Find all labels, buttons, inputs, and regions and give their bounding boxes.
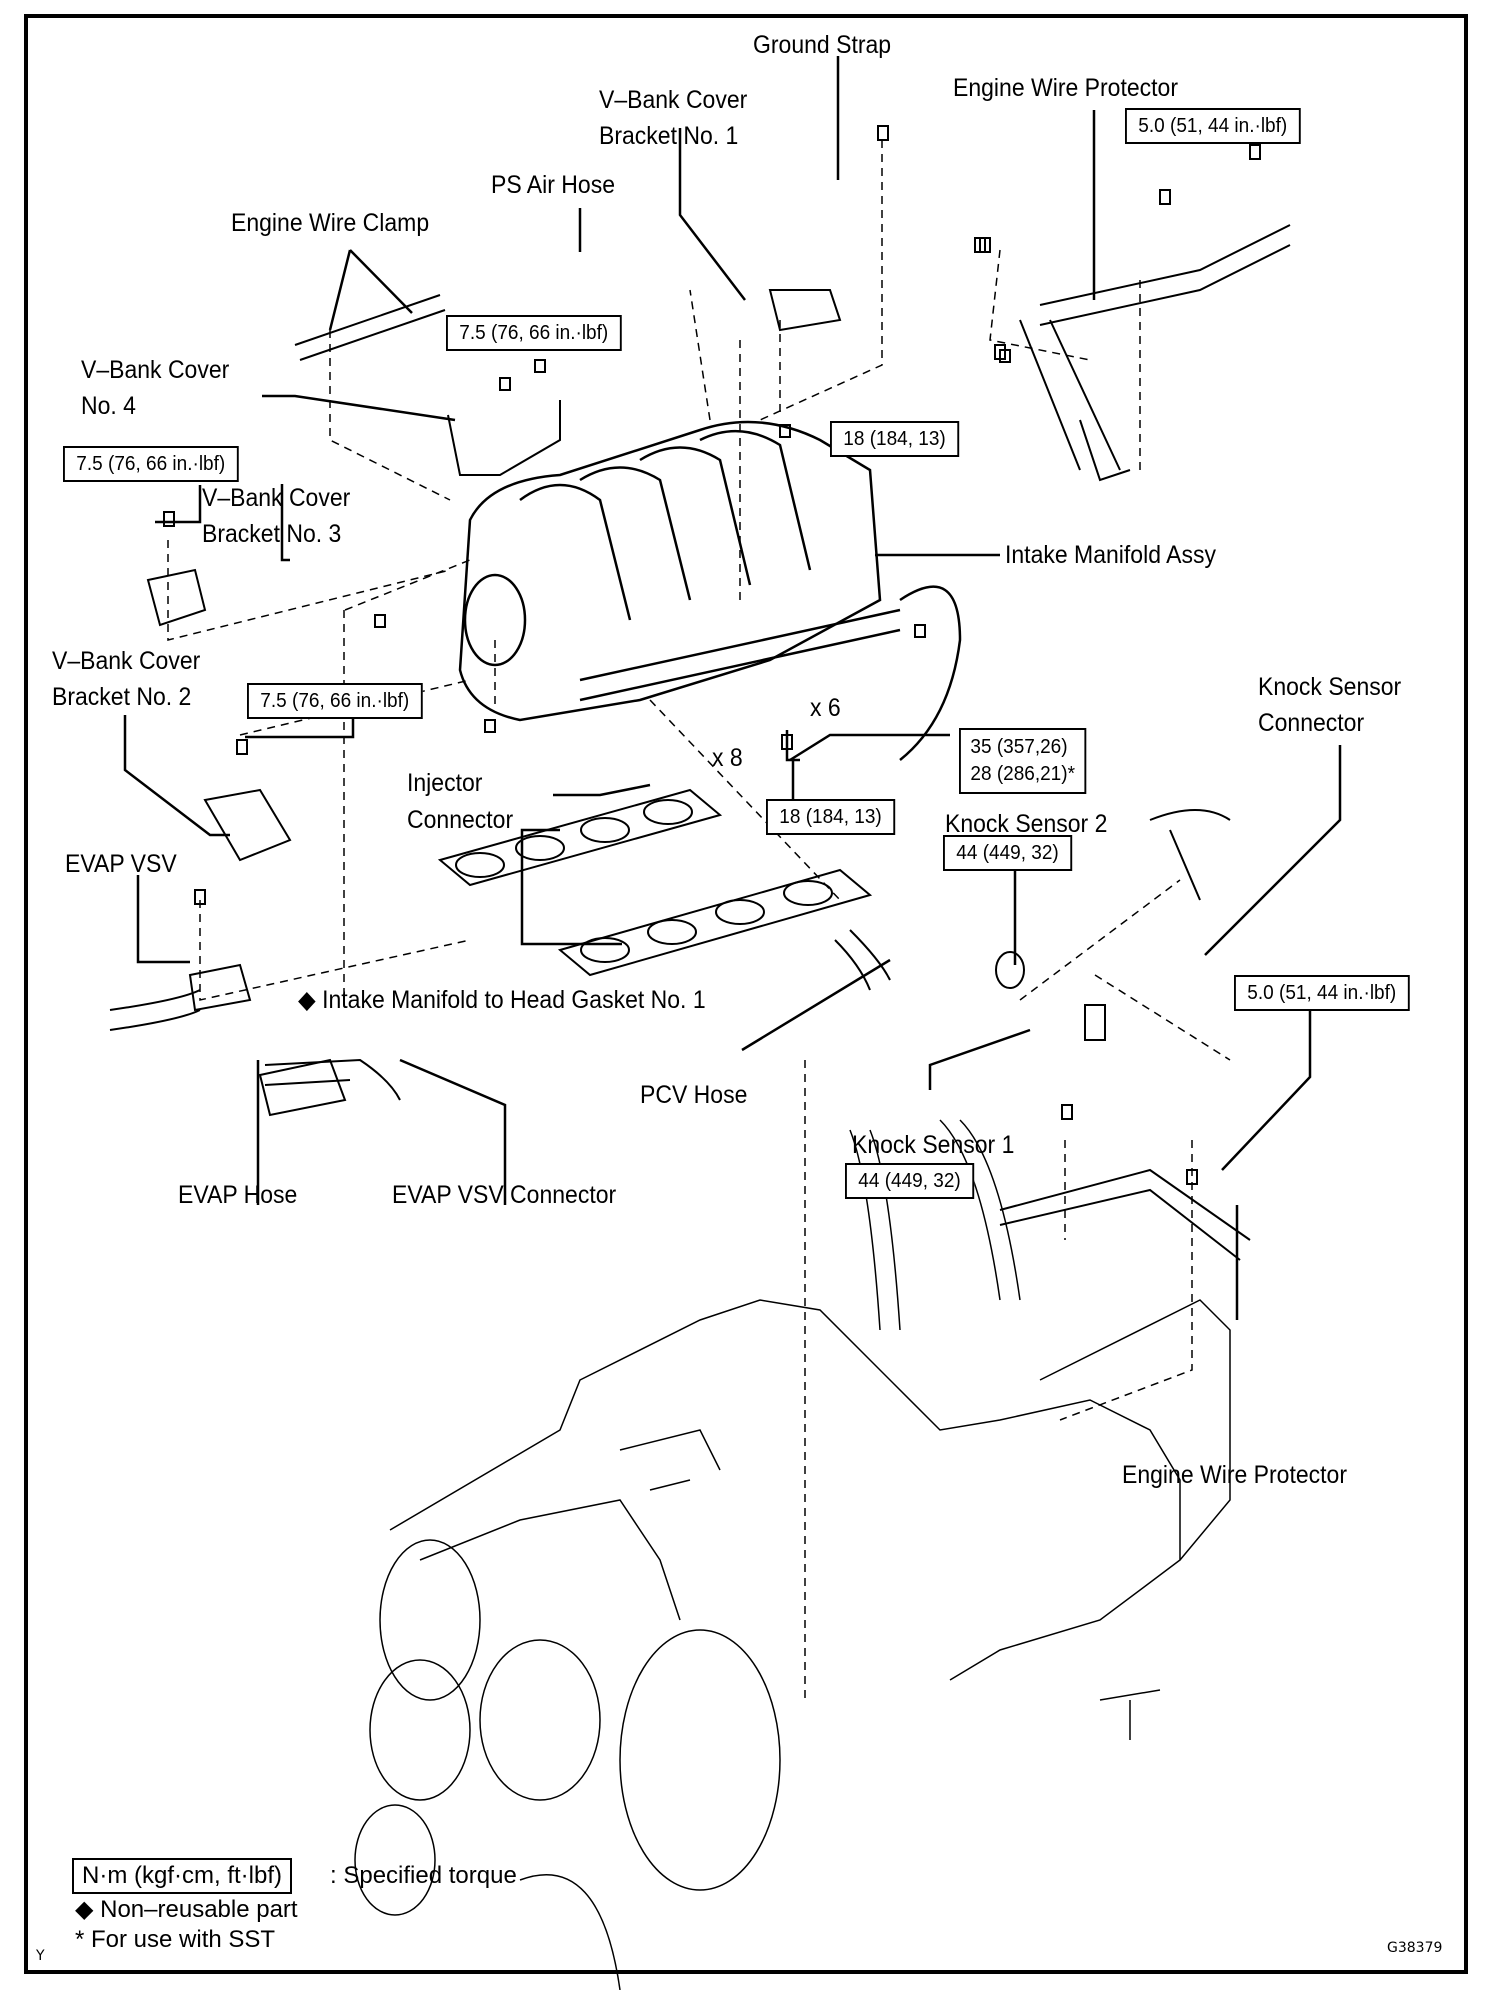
torque-box-knock-sensor-1: 44 (449, 32) [845, 1163, 975, 1199]
torque-box-knock-sensor-2: 44 (449, 32) [943, 835, 1073, 871]
bolt-icons [163, 125, 1261, 1185]
label-v-bank-cover-bracket-1-line2: Bracket No. 1 [599, 122, 739, 150]
legend-sst: * For use with SST [75, 1926, 276, 1953]
torque-box-engine-wire-protector-top: 5.0 (51, 44 in.·lbf) [1125, 108, 1301, 144]
knock-sensor-shapes [995, 951, 1106, 1041]
harness-shapes [109, 224, 1291, 1261]
label-v-bank-cover-4-line2: No. 4 [81, 392, 136, 420]
label-qty-x6: x 6 [810, 694, 841, 722]
label-evap-hose: EVAP Hose [178, 1181, 298, 1209]
label-knock-sensor-2: Knock Sensor 2 [945, 810, 1108, 838]
label-v-bank-cover-bracket-3-line2: Bracket No. 3 [202, 520, 342, 548]
torque-box-v-bank-cover-bracket-2: 7.5 (76, 66 in.·lbf) [247, 683, 423, 719]
label-engine-wire-clamp: Engine Wire Clamp [231, 209, 430, 237]
label-v-bank-cover-bracket-2-line2: Bracket No. 2 [52, 683, 192, 711]
intake-manifold-shape [458, 420, 962, 761]
label-ground-strap: Ground Strap [753, 31, 892, 59]
label-intake-manifold-gasket: ◆ Intake Manifold to Head Gasket No. 1 [298, 986, 706, 1014]
label-qty-x8: x 8 [712, 744, 743, 772]
label-knock-sensor-1: Knock Sensor 1 [852, 1131, 1015, 1159]
torque-box-v-bank-cover-4: 7.5 (76, 66 in.·lbf) [446, 315, 622, 351]
label-knock-sensor-connector-line1: Knock Sensor [1258, 673, 1402, 701]
gasket-shapes [437, 788, 873, 977]
torque-box-engine-wire-protector-bottom: 5.0 (51, 44 in.·lbf) [1234, 975, 1410, 1011]
diagram-frame [24, 14, 1468, 1974]
label-ps-air-hose: PS Air Hose [491, 171, 615, 199]
leader-lines [123, 56, 1342, 1320]
label-v-bank-cover-bracket-2-line1: V–Bank Cover [52, 647, 201, 675]
legend-torque-desc: : Specified torque [330, 1862, 517, 1889]
label-injector-connector-line2: Connector [407, 806, 514, 834]
torque-box-manifold-nut: 18 (184, 13) [830, 421, 960, 457]
label-v-bank-cover-bracket-1-line1: V–Bank Cover [599, 86, 748, 114]
figure-id: G38379 [1387, 1940, 1443, 1956]
label-v-bank-cover-bracket-3-line1: V–Bank Cover [202, 484, 351, 512]
engine-block-shape [354, 1119, 1231, 1990]
legend-non-reusable: ◆ Non–reusable part [75, 1896, 298, 1923]
torque-box-fuel-line: 35 (357,26) 28 (286,21)* [959, 728, 1087, 794]
torque-fuel-line-sst: 28 (286,21)* [970, 763, 1075, 785]
label-evap-vsv: EVAP VSV [65, 850, 177, 878]
label-injector-connector-line1: Injector [407, 769, 483, 797]
label-pcv-hose: PCV Hose [640, 1081, 748, 1109]
label-evap-vsv-connector: EVAP VSV Connector [392, 1181, 617, 1209]
label-engine-wire-protector-top: Engine Wire Protector [953, 74, 1178, 102]
corner-mark: Y [36, 1948, 45, 1964]
alignment-lines [167, 140, 1231, 1700]
torque-box-v-bank-cover-bracket-3: 7.5 (76, 66 in.·lbf) [63, 446, 239, 482]
label-v-bank-cover-4-line1: V–Bank Cover [81, 356, 230, 384]
label-knock-sensor-connector-line2: Connector [1258, 709, 1365, 737]
label-intake-manifold-assy: Intake Manifold Assy [1005, 541, 1216, 569]
torque-fuel-line-standard: 35 (357,26) [970, 736, 1068, 758]
legend-torque-unit: N·m (kgf·cm, ft·lbf) [72, 1858, 292, 1894]
label-engine-wire-protector-bottom: Engine Wire Protector [1122, 1461, 1347, 1489]
torque-box-manifold-bolts: 18 (184, 13) [766, 799, 896, 835]
bracket-shapes [146, 289, 1131, 1117]
